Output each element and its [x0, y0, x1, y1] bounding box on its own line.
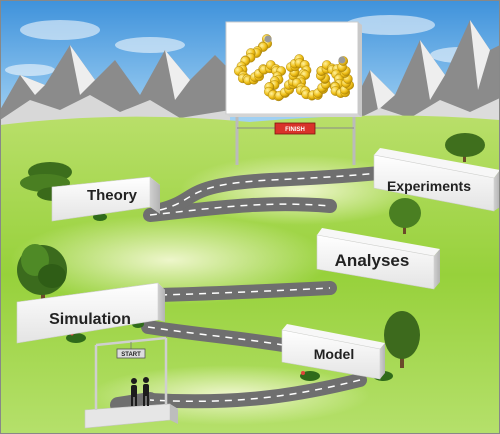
- theory-label: Theory: [87, 187, 138, 204]
- tree-left-middle: [17, 244, 67, 300]
- model-label: Model: [314, 346, 354, 362]
- light-patch: [10, 215, 330, 305]
- station-theory: Theory: [51, 176, 160, 222]
- tree-right-lower: [384, 311, 420, 368]
- station-experiments: Experiments: [373, 148, 500, 212]
- tree-top-right: [445, 133, 485, 162]
- person-figures: [131, 377, 149, 406]
- start-sign: START: [116, 348, 146, 359]
- start-sign-text: START: [121, 352, 141, 358]
- protein-chain-illustration: [233, 34, 355, 102]
- station-model: Model: [281, 324, 385, 380]
- chain-terminal: [264, 35, 272, 43]
- start-gate: [94, 336, 168, 410]
- station-analyses: Analyses: [316, 228, 440, 290]
- tree-right-middle: [389, 198, 421, 234]
- analyses-label: Analyses: [335, 251, 410, 270]
- clouds: [5, 15, 490, 76]
- experiments-label: Experiments: [387, 178, 471, 194]
- finish-sign: FINISH: [274, 122, 316, 135]
- simulation-label: Simulation: [49, 311, 131, 328]
- finish-sign-text: FINISH: [285, 127, 305, 133]
- start-platform: [84, 403, 178, 429]
- chain-terminal: [338, 56, 346, 64]
- station-simulation: Simulation: [16, 282, 165, 344]
